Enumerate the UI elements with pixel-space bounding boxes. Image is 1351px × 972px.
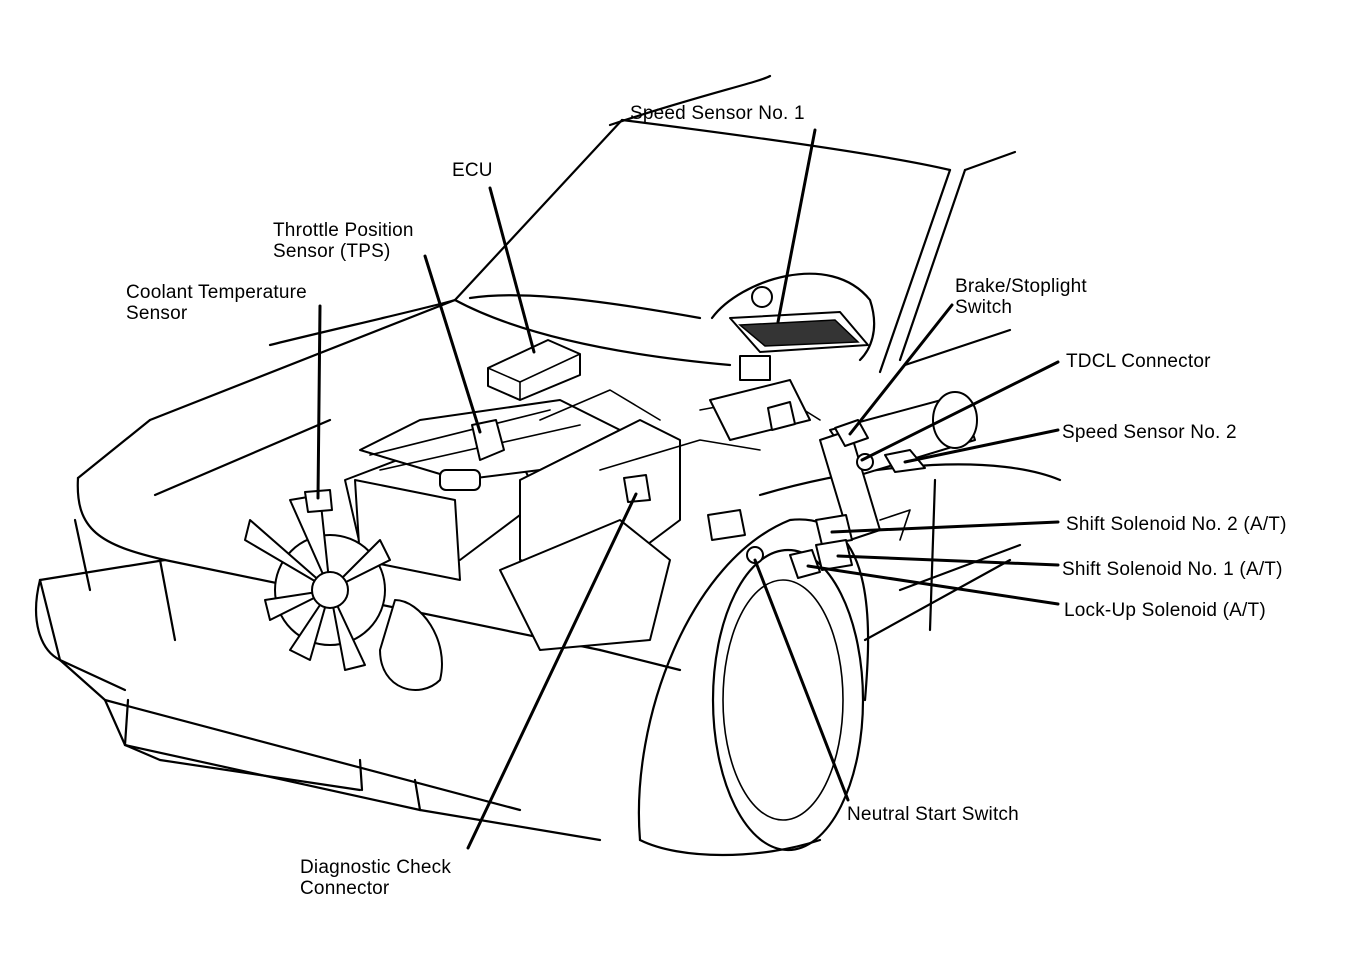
label-shift-solenoid-1: Shift Solenoid No. 1 (A/T) — [1062, 559, 1283, 580]
ecu-box — [487, 339, 581, 401]
label-coolant-line2: Sensor — [126, 303, 188, 324]
label-diag-line2: Connector — [300, 878, 390, 899]
label-diag-line1: Diagnostic Check — [300, 857, 452, 878]
label-tdcl-connector: TDCL Connector — [1066, 351, 1211, 372]
label-tps-line2: Sensor (TPS) — [273, 241, 391, 262]
engine-assembly — [244, 389, 821, 691]
front-wheel — [637, 518, 870, 857]
label-neutral-start-switch: Neutral Start Switch — [847, 804, 1019, 825]
radiator-fan — [244, 494, 391, 671]
label-tps-line1: Throttle Position — [273, 220, 414, 241]
label-diagnostic-check-connector: Diagnostic Check Connector — [300, 857, 451, 899]
label-speed-sensor-2: Speed Sensor No. 2 — [1062, 422, 1237, 443]
label-brake-line2: Switch — [955, 297, 1013, 318]
label-lockup-solenoid: Lock-Up Solenoid (A/T) — [1064, 600, 1266, 621]
label-tps: Throttle Position Sensor (TPS) — [273, 220, 414, 262]
label-brake-stoplight-switch: Brake/Stoplight Switch — [955, 276, 1087, 318]
label-shift-solenoid-2: Shift Solenoid No. 2 (A/T) — [1066, 514, 1287, 535]
label-coolant-line1: Coolant Temperature — [126, 282, 307, 303]
label-ecu: ECU — [452, 160, 493, 181]
label-coolant-temp-sensor: Coolant Temperature Sensor — [126, 282, 307, 324]
label-speed-sensor-1: Speed Sensor No. 1 — [630, 103, 805, 124]
instrument-cluster — [710, 272, 876, 381]
leader-lines — [316, 128, 1060, 850]
label-brake-line1: Brake/Stoplight — [955, 276, 1087, 297]
